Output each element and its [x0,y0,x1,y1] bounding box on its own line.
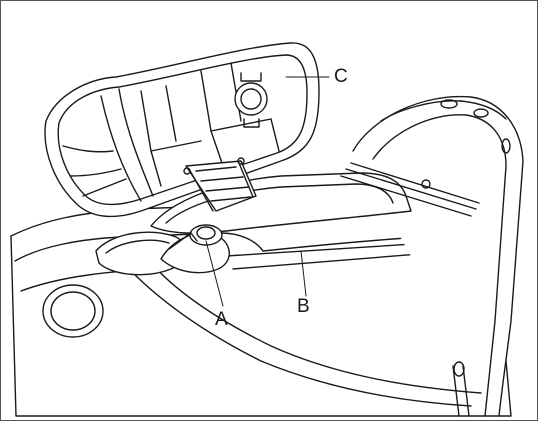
callout-label-c: C [334,66,348,87]
callout-label-b: B [297,296,310,317]
leader-line-a [205,240,224,307]
leader-lines [205,76,330,307]
side-recess [42,231,187,338]
callout-label-a: A [215,309,228,330]
lid [44,42,320,218]
leader-line-b [300,250,307,297]
latch-mechanism [183,157,257,212]
